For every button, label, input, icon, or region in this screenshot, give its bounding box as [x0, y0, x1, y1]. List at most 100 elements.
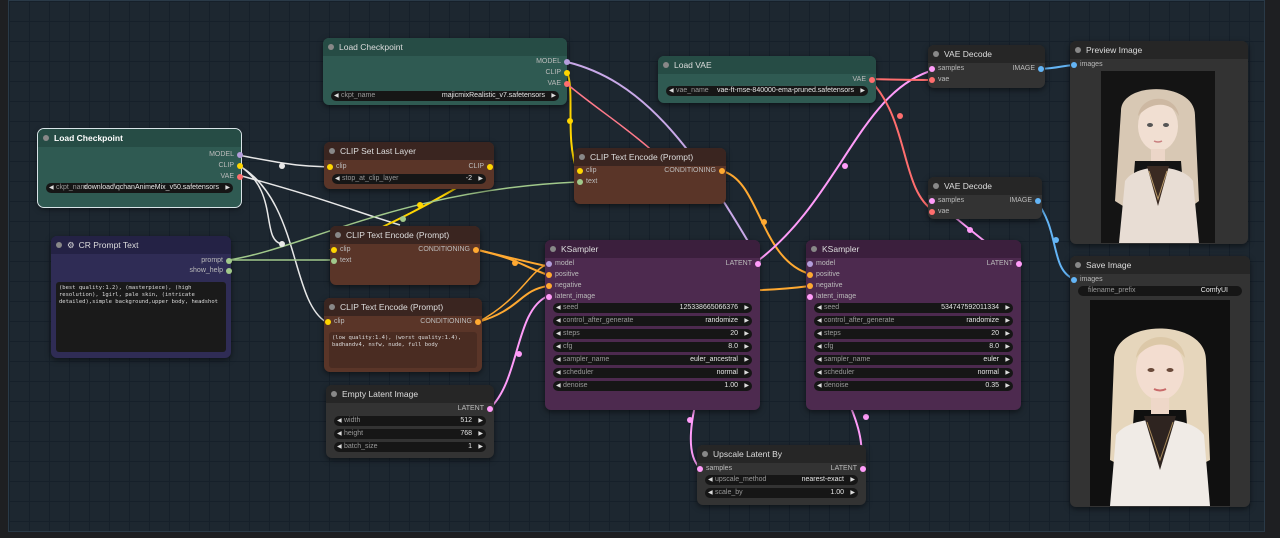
output-show-help[interactable]: show_help	[190, 266, 232, 276]
node-header[interactable]: Save Image	[1070, 256, 1250, 274]
node-header[interactable]: VAE Decode	[928, 177, 1042, 195]
negative-prompt-textarea[interactable]: (low quality:1.4), (worst quality:1.4), …	[329, 332, 477, 368]
node-ksampler-2[interactable]: KSampler model positive negative latent_…	[806, 240, 1022, 410]
arrow-right-icon[interactable]: ▶	[1005, 305, 1010, 311]
preview-image[interactable]	[1101, 71, 1215, 243]
output-vae[interactable]: VAE	[221, 172, 243, 182]
input-vae[interactable]: vae	[929, 75, 949, 85]
arrow-left-icon[interactable]: ◀	[335, 176, 340, 182]
collapse-dot-icon[interactable]	[1075, 262, 1081, 268]
input-clip[interactable]: clip	[325, 317, 345, 327]
arrow-left-icon[interactable]: ◀	[556, 383, 561, 389]
arrow-right-icon[interactable]: ▶	[744, 305, 749, 311]
collapse-dot-icon[interactable]	[43, 135, 49, 141]
collapse-dot-icon[interactable]	[331, 391, 337, 397]
node-header[interactable]: CLIP Text Encode (Prompt)	[324, 298, 482, 316]
collapse-dot-icon[interactable]	[329, 304, 335, 310]
arrow-left-icon[interactable]: ◀	[556, 344, 561, 350]
output-vae[interactable]: VAE	[548, 79, 570, 89]
arrow-left-icon[interactable]: ◀	[708, 477, 713, 483]
collapse-dot-icon[interactable]	[329, 148, 335, 154]
arrow-right-icon[interactable]: ▶	[478, 444, 483, 450]
arrow-left-icon[interactable]: ◀	[708, 490, 713, 496]
collapse-dot-icon[interactable]	[328, 44, 334, 50]
node-header[interactable]: Upscale Latent By	[697, 445, 866, 463]
arrow-right-icon[interactable]: ▶	[1005, 370, 1010, 376]
input-samples[interactable]: samples	[697, 464, 732, 474]
node-load-checkpoint-1[interactable]: Load Checkpoint MODEL CLIP VAE ◀ckpt_nam…	[323, 38, 570, 105]
output-latent[interactable]: LATENT	[726, 259, 761, 269]
input-text[interactable]: text	[577, 177, 597, 187]
collapse-dot-icon[interactable]	[335, 232, 341, 238]
input-positive[interactable]: positive	[807, 270, 840, 280]
arrow-right-icon[interactable]: ▶	[478, 418, 483, 424]
node-header[interactable]: ⚙CR Prompt Text	[51, 236, 231, 254]
node-preview-image[interactable]: Preview Image images	[1070, 41, 1248, 244]
collapse-dot-icon[interactable]	[663, 62, 669, 68]
arrow-right-icon[interactable]: ▶	[1005, 331, 1010, 337]
input-latent-image[interactable]: latent_image	[546, 292, 595, 302]
arrow-right-icon[interactable]: ▶	[860, 88, 865, 94]
collapse-dot-icon[interactable]	[933, 51, 939, 57]
node-header[interactable]: CLIP Set Last Layer	[324, 142, 494, 160]
output-clip[interactable]: CLIP	[545, 68, 570, 78]
arrow-left-icon[interactable]: ◀	[556, 331, 561, 337]
output-latent[interactable]: LATENT	[458, 404, 493, 414]
node-header[interactable]: Empty Latent Image	[326, 385, 494, 403]
output-image[interactable]: IMAGE	[1009, 196, 1041, 206]
output-clip[interactable]: CLIP	[468, 162, 493, 172]
arrow-right-icon[interactable]: ▶	[1005, 318, 1010, 324]
input-samples[interactable]: samples	[929, 196, 964, 206]
node-vae-decode-2[interactable]: VAE Decode samples vae IMAGE	[928, 177, 1042, 219]
node-header[interactable]: VAE Decode	[928, 45, 1045, 63]
input-model[interactable]: model	[546, 259, 574, 269]
input-images[interactable]: images	[1071, 60, 1103, 70]
input-samples[interactable]: samples	[929, 64, 964, 74]
output-vae[interactable]: VAE	[853, 75, 875, 85]
arrow-left-icon[interactable]: ◀	[556, 357, 561, 363]
output-conditioning[interactable]: CONDITIONING	[664, 166, 725, 176]
collapse-dot-icon[interactable]	[550, 246, 556, 252]
node-header[interactable]: KSampler	[545, 240, 760, 258]
node-clip-text-encode-negative[interactable]: CLIP Text Encode (Prompt) clip CONDITION…	[324, 298, 482, 372]
arrow-right-icon[interactable]: ▶	[744, 331, 749, 337]
node-load-checkpoint-2[interactable]: Load Checkpoint MODEL CLIP VAE ◀ckpt_nam…	[37, 128, 243, 208]
prompt-textarea[interactable]: (best quality:1.2), (masterpiece), (high…	[56, 282, 226, 352]
collapse-dot-icon[interactable]	[1075, 47, 1081, 53]
output-latent[interactable]: LATENT	[831, 464, 866, 474]
input-clip[interactable]: clip	[327, 162, 347, 172]
arrow-left-icon[interactable]: ◀	[337, 431, 342, 437]
arrow-right-icon[interactable]: ▶	[744, 370, 749, 376]
arrow-left-icon[interactable]: ◀	[49, 185, 54, 191]
input-vae[interactable]: vae	[929, 207, 949, 217]
node-header[interactable]: Load VAE	[658, 56, 876, 74]
arrow-left-icon[interactable]: ◀	[556, 370, 561, 376]
arrow-right-icon[interactable]: ▶	[744, 383, 749, 389]
input-text[interactable]: text	[331, 256, 351, 266]
arrow-left-icon[interactable]: ◀	[817, 370, 822, 376]
node-upscale-latent-by[interactable]: Upscale Latent By samples LATENT ◀upscal…	[697, 445, 866, 505]
saved-image[interactable]	[1090, 300, 1230, 506]
input-positive[interactable]: positive	[546, 270, 579, 280]
node-header[interactable]: Load Checkpoint	[38, 129, 241, 147]
arrow-right-icon[interactable]: ▶	[744, 357, 749, 363]
output-model[interactable]: MODEL	[536, 57, 570, 67]
